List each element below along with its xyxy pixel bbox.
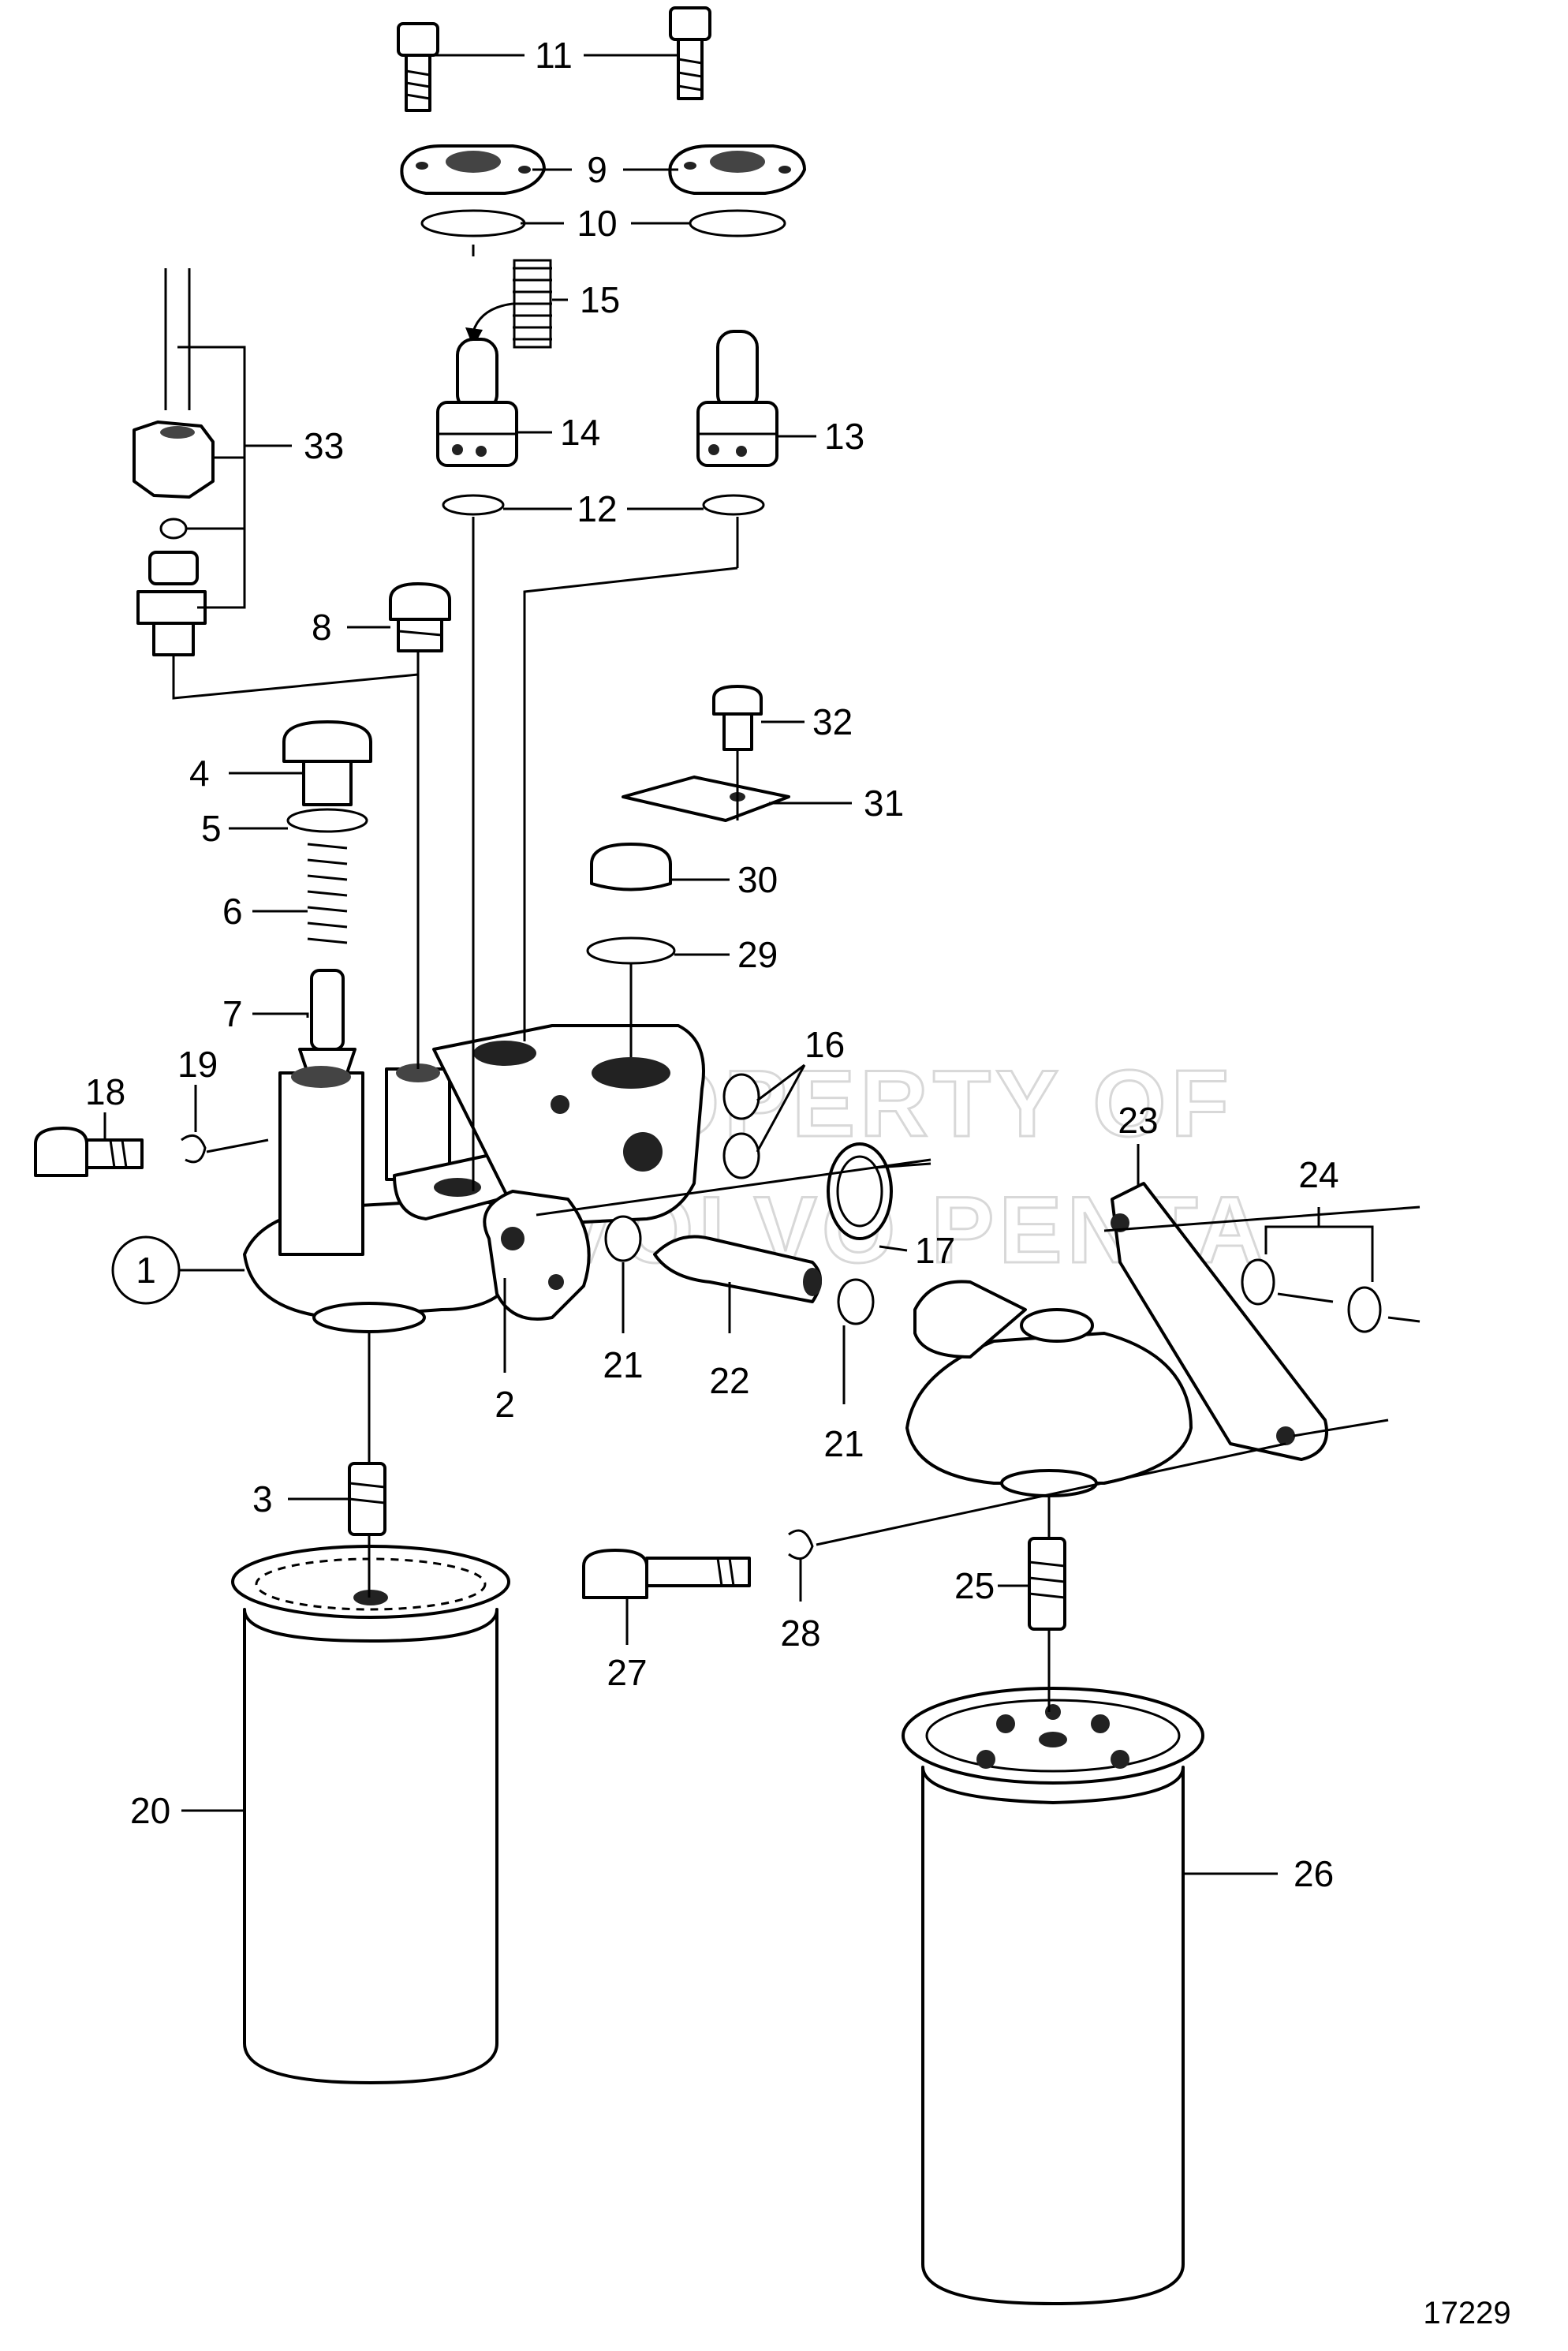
callout-5: 5 <box>201 808 222 849</box>
callout-23: 23 <box>1118 1100 1158 1141</box>
callout-6: 6 <box>222 891 243 932</box>
filter-nipple-left <box>348 1462 386 1536</box>
callout-11: 11 <box>535 35 573 76</box>
callout-33: 33 <box>304 425 344 466</box>
callout-27: 27 <box>607 1652 647 1693</box>
callouts: 11 9 10 15 14 13 12 33 8 32 31 <box>85 35 1374 1894</box>
callout-14: 14 <box>560 412 600 453</box>
plug <box>389 582 451 652</box>
callout-7: 7 <box>222 993 243 1034</box>
callout-13: 13 <box>824 416 864 457</box>
filter-bracket <box>243 1024 705 1333</box>
callout-2: 2 <box>495 1384 515 1425</box>
callout-19: 19 <box>177 1044 218 1085</box>
bracket-bolt <box>582 1529 814 1599</box>
right-filter-bracket <box>905 1182 1328 1497</box>
side-bolt <box>34 1127 207 1177</box>
oil-filter-right <box>902 1687 1204 2305</box>
callout-32: 32 <box>812 701 853 742</box>
relief-valve-stack <box>282 720 372 1075</box>
callout-12: 12 <box>577 488 617 529</box>
callout-26: 26 <box>1294 1853 1334 1894</box>
callout-21a: 21 <box>603 1344 643 1385</box>
callout-15: 15 <box>580 279 620 320</box>
callout-29: 29 <box>737 934 778 975</box>
sealing-rings <box>722 1073 893 1240</box>
cover-plate-group <box>586 685 790 965</box>
filter-nipple-right <box>1028 1537 1066 1631</box>
flange-bolt-pair <box>397 6 711 112</box>
callout-22: 22 <box>709 1360 749 1401</box>
valve-spring <box>465 259 552 349</box>
callout-31: 31 <box>864 783 904 824</box>
valve-right <box>696 330 778 467</box>
callout-17: 17 <box>915 1230 955 1271</box>
callout-1: 1 <box>136 1250 156 1291</box>
callout-30: 30 <box>737 859 778 900</box>
callout-10: 10 <box>577 203 617 244</box>
washer-pair <box>442 494 765 516</box>
callout-18: 18 <box>85 1071 125 1112</box>
callout-21b: 21 <box>823 1423 864 1464</box>
bracket-seal-rings <box>1241 1258 1382 1333</box>
callout-25: 25 <box>954 1565 995 1606</box>
callout-16: 16 <box>805 1024 845 1065</box>
callout-8: 8 <box>312 607 332 648</box>
figure-number: 17229 <box>1423 2296 1510 2330</box>
pipe-connection <box>133 268 215 656</box>
callout-20: 20 <box>130 1790 170 1831</box>
connecting-pipe <box>604 1215 875 1325</box>
callout-28: 28 <box>780 1613 820 1654</box>
assembly-lines <box>172 245 1421 1712</box>
valve-left <box>436 338 518 467</box>
callout-4: 4 <box>189 753 210 794</box>
callout-24: 24 <box>1298 1154 1338 1195</box>
oil-filter-left <box>231 1545 510 2084</box>
callout-9: 9 <box>587 149 607 190</box>
callout-3: 3 <box>252 1478 273 1519</box>
